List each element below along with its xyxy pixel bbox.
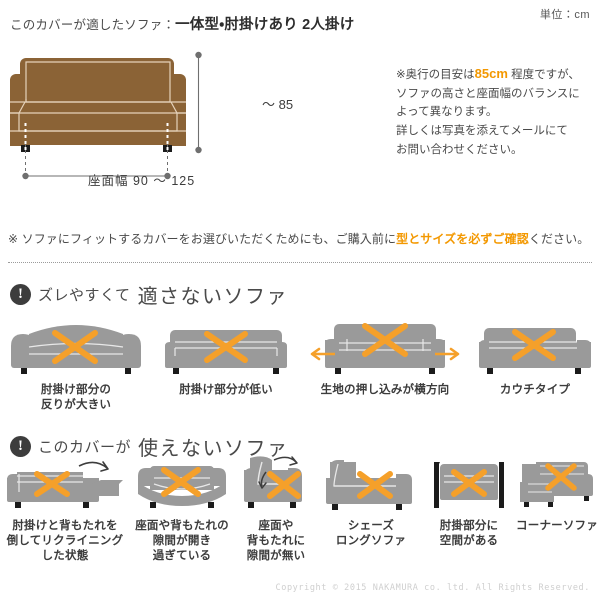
exclamation-icon: ! [10,284,31,305]
note-line3: よって異なります。 [396,106,498,119]
copyright-text: Copyright © 2015 NAKAMURA co. ltd. All R… [275,583,590,593]
sofa-open-arm-space-icon [434,462,504,508]
section1-small-text: ズレやすくて [38,287,131,304]
list-item-caption: 肘掛け部分が低い [179,384,273,396]
purchase-notice: ※ ソファにフィットするカバーをお選びいただくためにも、ご購入前に型とサイズを必… [8,230,589,247]
list-item-caption: カウチタイプ [499,384,571,396]
unusable-sofa-list: 肘掛けと背もたれを 倒してリクライニング した状態 座面や背もたれの 隙間が開き… [0,452,600,565]
list-item-caption: 生地の押し込みが横方向 [320,384,450,396]
sofa-chaise-long-icon [326,460,412,510]
sofa-gap-too-wide-icon [138,466,226,508]
note-line2: ソファの高さと座面幅のバランスに [396,87,580,100]
list-item-caption: 肘掛けと背もたれを 倒してリクライニング した状態 [6,520,124,563]
list-item: 肘掛け部分が低い [152,316,300,413]
sofa-couch-type-icon [479,328,591,374]
list-item: カウチタイプ [470,316,600,413]
unit-label: 単位：cm [539,9,590,21]
section2-big-text: 使えないソファ [138,438,289,460]
note-line4: 詳しくは写真を添えてメールにて [396,124,568,137]
sofa-arm-curve-large-icon [11,325,141,374]
page-title-lead: このカバーが適したソファ： [10,18,176,32]
list-item-caption: 肘掛部分に 空間がある [439,520,499,548]
sofa-reclining-icon [7,461,123,508]
note-line1-post: 程度ですが、 [507,69,580,81]
section1-big-text: 適さないソファ [137,286,289,308]
list-item-caption: 座面や背もたれの 隙間が開き 過ぎている [135,520,229,563]
sofa-diagram [8,40,338,200]
list-item: 肘掛けと背もたれを 倒してリクライニング した状態 [0,452,130,565]
list-item-caption: コーナーソファ [516,520,598,532]
list-item: 肘掛部分に 空間がある [424,452,514,565]
note-line5: お問い合わせください。 [396,143,523,156]
unsuitable-sofa-list: 肘掛け部分の 反りが大きい 肘掛け部分が低い [0,316,600,413]
depth-note: ※奥行の目安は85cm 程度ですが、 ソファの高さと座面幅のバランスに よって異… [396,63,596,159]
list-item: 生地の押し込みが横方向 [300,316,470,413]
list-item-caption: シェーズ ロングソファ [335,520,407,548]
page-title-type: 一体型・肘掛けあり 2人掛け [175,17,355,33]
sofa-brown-illustration [10,51,202,180]
section-heading-unsuitable: ! ズレやすくて 適さないソファ [10,280,288,309]
sofa-fabric-push-horizontal-icon [310,323,460,374]
section2-small-text: このカバーが [38,439,132,456]
exclamation-icon: ! [10,436,31,457]
list-item: 座面や 背もたれに 隙間が無い [234,452,318,565]
note-line1-pre: ※奥行の目安は [396,69,475,81]
list-item-caption: 座面や 背もたれに 隙間が無い [246,520,306,563]
notice-pre: ※ ソファにフィットするカバーをお選びいただくためにも、ご購入前に [8,232,397,246]
page-title: このカバーが適したソファ：一体型・肘掛けあり 2人掛け [10,13,354,34]
sofa-corner-icon [520,462,593,507]
list-item: シェーズ ロングソファ [318,452,424,565]
sofa-arm-low-icon [165,330,287,374]
list-item: 肘掛け部分の 反りが大きい [0,316,152,413]
section-divider [8,262,592,263]
list-item: コーナーソファ [514,452,600,565]
sofa-no-gap-icon [244,456,302,508]
list-item-caption: 肘掛け部分の 反りが大きい [40,384,112,412]
note-depth-value: 85cm [474,66,508,81]
notice-post: ください。 [528,232,590,246]
notice-highlight: 型とサイズを必ずご確認 [396,232,529,246]
section-heading-unusable: ! このカバーが 使えないソファ [10,432,289,461]
height-dimension-label: 〜 85 [262,97,294,112]
list-item: 座面や背もたれの 隙間が開き 過ぎている [130,452,234,565]
width-dimension-label: 座面幅 90 〜 125 [88,174,196,188]
